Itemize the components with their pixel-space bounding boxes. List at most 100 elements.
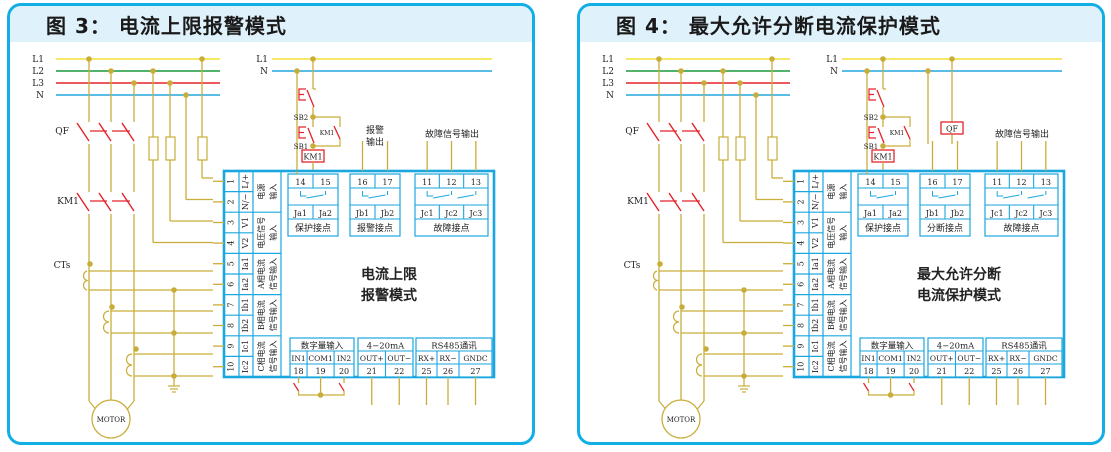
terminal-pin-7: Ib1 <box>241 298 250 311</box>
relay-contact-icon <box>996 191 1004 197</box>
terminal-group-label: 信号输入 <box>838 258 848 290</box>
switch-gap <box>657 192 661 214</box>
fuse <box>165 136 176 161</box>
sb2-label: SB2 <box>294 114 308 122</box>
io-pin-in2: IN2 <box>337 354 352 363</box>
relay-contact-label: Jb1 <box>355 209 369 218</box>
io-group-label: RS485通讯 <box>431 341 477 352</box>
terminal-group-label: 电压信号 <box>826 217 836 249</box>
fuse <box>718 136 729 161</box>
io-terminal-25: 25 <box>991 367 1001 376</box>
km1-hold-contact <box>903 125 911 140</box>
relay-contact-icon <box>306 194 324 199</box>
terminal-number-8: 8 <box>227 323 236 328</box>
io-pin-out+: OUT+ <box>930 354 954 363</box>
ct-coil-icon <box>125 353 133 377</box>
ct-common-dot <box>741 287 747 293</box>
bus-label-l2: L2 <box>602 67 614 77</box>
io-group-label: 4−20mA <box>937 342 975 352</box>
io-terminal-19: 19 <box>315 367 325 376</box>
bus-label-l3: L3 <box>602 79 614 89</box>
sb1-label: SB1 <box>864 143 878 151</box>
relay-contact-icon <box>300 191 307 197</box>
relay-contact-icon <box>362 191 369 197</box>
figure-4-title: 图 4： 最大允许分断电流保护模式 <box>616 14 941 38</box>
relay-terminal-17: 17 <box>382 178 392 187</box>
module-mode-label: 最大允许分断 <box>917 266 1001 283</box>
km1-coil-label: KM1 <box>873 153 892 162</box>
terminal-group-label: 信号输入 <box>838 299 848 331</box>
km1-pole <box>121 192 135 212</box>
terminal-pin-7: Ib1 <box>811 298 820 311</box>
km1-hold-contact-label: KM1 <box>890 130 904 137</box>
alarm-output-label: 报警 <box>366 124 384 136</box>
relay-terminal-11: 11 <box>422 178 432 187</box>
switch-gap <box>109 192 113 214</box>
ct-polarity-dot <box>87 261 93 267</box>
switch-gap <box>679 192 683 214</box>
switch-gap <box>132 122 136 144</box>
io-terminal-19: 19 <box>885 367 895 376</box>
io-block <box>289 337 355 378</box>
terminal-number-2: 2 <box>227 199 236 204</box>
terminal-group-label: A相电流 <box>826 259 836 290</box>
terminal-pin-9: Ic1 <box>811 340 820 353</box>
ct-polarity-dot <box>657 261 663 267</box>
figure-4-header: 图 4： 最大允许分断电流保护模式 <box>580 6 1102 42</box>
terminal-group-label: C相电流 <box>256 341 266 371</box>
ct-coil-icon <box>653 270 659 291</box>
ct-polarity-dot <box>703 346 709 352</box>
relay-contact-icon <box>932 191 939 197</box>
relay-contact-icon <box>433 194 450 199</box>
io-terminal-27: 27 <box>470 367 480 376</box>
terminal-number-5: 5 <box>797 261 806 266</box>
terminal-group-label: 电源 <box>826 184 836 200</box>
sb1-label: SB1 <box>294 143 308 151</box>
relay-contact-label: Ja2 <box>318 209 332 218</box>
io-terminal-26: 26 <box>443 367 453 376</box>
bus-label-l2: L2 <box>32 67 44 77</box>
switch-gap <box>679 122 683 144</box>
relay-terminal-12: 12 <box>446 178 456 187</box>
relay-contact-label: Jc3 <box>1038 209 1052 218</box>
io-terminal-20: 20 <box>339 367 349 376</box>
io-terminal-22: 22 <box>964 367 974 376</box>
sb1-contact <box>877 127 885 144</box>
com1-junction-dot <box>317 392 324 398</box>
relay-terminal-16: 16 <box>927 178 937 187</box>
terminal-pin-3: V1 <box>241 217 250 229</box>
terminal-number-9: 9 <box>227 344 236 349</box>
terminal-group-label: 电压信号 <box>256 217 266 249</box>
switch-gap <box>702 192 706 214</box>
relay-terminal-15: 15 <box>320 178 330 187</box>
terminal-group-label: 输入 <box>268 225 278 241</box>
io-terminal-21: 21 <box>937 367 947 376</box>
relay-terminal-15: 15 <box>890 178 900 187</box>
terminal-number-9: 9 <box>797 344 806 349</box>
terminal-pin-2: N/− <box>241 194 250 210</box>
switch-gap <box>87 192 91 214</box>
ct-coil-icon <box>695 353 703 377</box>
io-pin-out−: OUT− <box>957 354 981 363</box>
terminal-group-label: B相电流 <box>256 300 266 330</box>
terminal-pin-6: Ia2 <box>241 278 250 291</box>
switch-gap <box>132 192 136 214</box>
io-pin-com1: COM1 <box>878 354 902 363</box>
cts-label: CTs <box>624 261 641 271</box>
figure-3-header: 图 3： 电流上限报警模式 <box>10 6 532 42</box>
relay-contact-icon <box>426 191 434 197</box>
relay-contact-label: Jb2 <box>950 209 964 218</box>
module-mode-label: 电流保护模式 <box>917 287 1001 304</box>
com1-junction-dot <box>887 392 894 398</box>
ct-common-dot <box>171 287 177 293</box>
km1-pole <box>98 192 112 212</box>
io-terminal-26: 26 <box>1013 367 1023 376</box>
in1-switch <box>863 382 870 392</box>
relay-contact-label: Ja2 <box>888 209 902 218</box>
terminal-number-3: 3 <box>797 220 806 225</box>
terminal-pin-6: Ia2 <box>811 278 820 291</box>
control-bus-label-l1: L1 <box>256 55 268 65</box>
in1-switch <box>293 382 300 392</box>
fault-output-label: 故障信号输出 <box>425 128 479 140</box>
